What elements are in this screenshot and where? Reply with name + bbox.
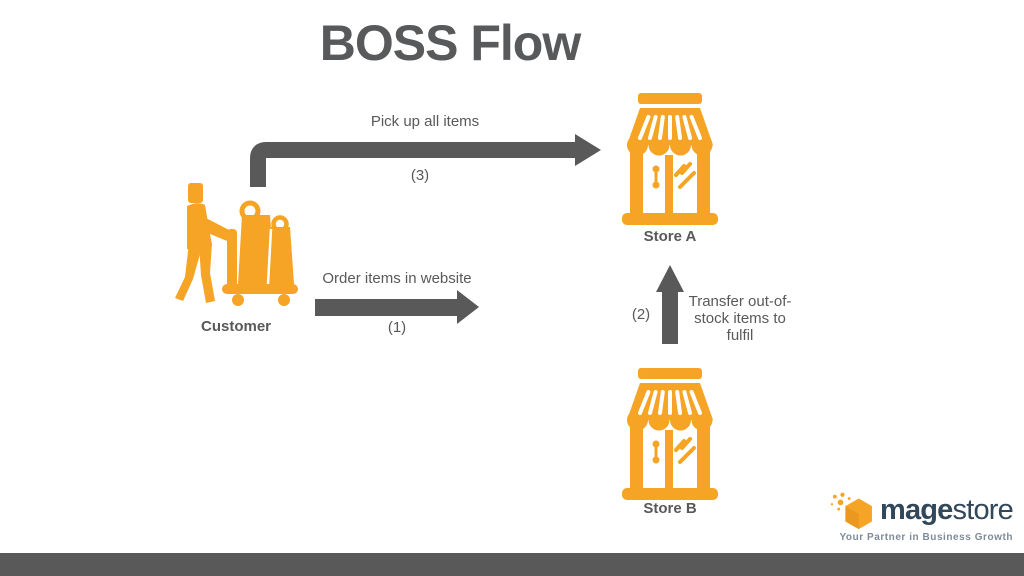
store-b-label: Store B (643, 500, 697, 517)
customer-label: Customer (200, 318, 271, 335)
flow-label-pick-up: Pick up all items (370, 113, 480, 130)
customer-icon (175, 183, 298, 306)
flow-label-order: Order items in website (322, 270, 472, 287)
step-number-2: (2) (631, 306, 651, 323)
brand-store: store (952, 494, 1014, 526)
flow-label-transfer: Transfer out-of-stock items to fulfil (688, 293, 792, 344)
magestore-logo: magestore Your Partner in Business Growt… (827, 489, 1014, 543)
store-b-icon (622, 368, 718, 500)
brand-tagline: Your Partner in Business Growth (839, 532, 1013, 543)
arrow-order-step-1 (315, 290, 479, 324)
step-number-3: (3) (410, 167, 430, 184)
brand-mage: mage (879, 494, 953, 526)
magestore-hexagon-icon (830, 492, 872, 530)
arrow-transfer-step-2 (656, 265, 684, 344)
footer-bar (0, 553, 1024, 576)
brand-wordmark: magestore (879, 490, 1014, 530)
store-a-label: Store A (643, 228, 697, 245)
step-number-1: (1) (387, 319, 407, 336)
store-a-icon (622, 93, 718, 225)
slide-title: BOSS Flow (319, 15, 581, 71)
arrow-pick-up-step-3 (250, 134, 601, 187)
